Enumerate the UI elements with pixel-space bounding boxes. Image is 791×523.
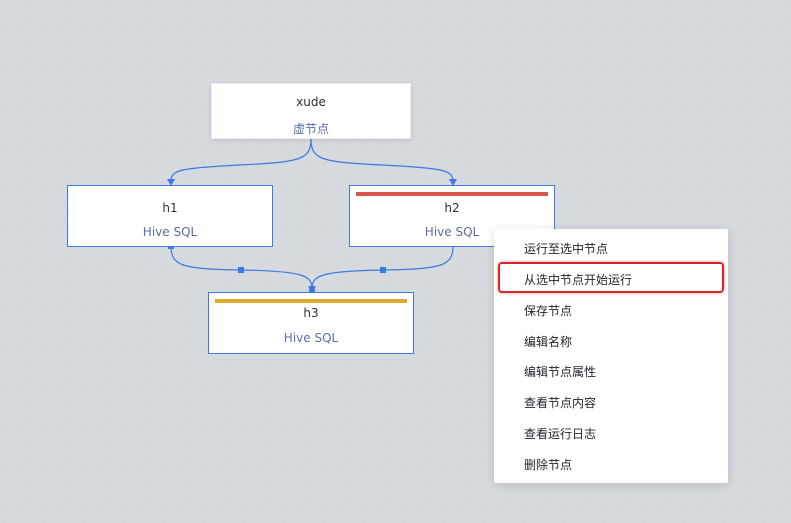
- menu-item-save-node[interactable]: 保存节点: [524, 304, 573, 318]
- edge-xude-h2: [310, 138, 454, 182]
- menu-item-delete-node[interactable]: 删除节点: [524, 458, 573, 472]
- port-edge-h1-mid[interactable]: [238, 267, 244, 273]
- node-h1-title: h1: [162, 201, 178, 215]
- node-xude[interactable]: xude 虚节点: [211, 83, 411, 139]
- menu-item-view-run-log[interactable]: 查看运行日志: [524, 427, 597, 441]
- node-xude-title: xude: [296, 95, 326, 109]
- port-edge-h2-mid[interactable]: [380, 267, 386, 273]
- arrow-head-h1: [167, 179, 175, 186]
- node-h3-type: Hive SQL: [283, 331, 339, 345]
- menu-item-run-to-selected[interactable]: 运行至选中节点: [524, 242, 609, 256]
- node-h1[interactable]: h1 Hive SQL: [67, 185, 273, 247]
- node-xude-type: 虚节点: [292, 122, 329, 136]
- node-h2-status-bar: [356, 192, 548, 196]
- node-h3-title: h3: [303, 306, 319, 320]
- node-h1-type: Hive SQL: [142, 225, 198, 239]
- menu-item-edit-name[interactable]: 编辑名称: [524, 335, 573, 349]
- menu-item-run-from-selected[interactable]: 从选中节点开始运行: [524, 273, 633, 287]
- node-h2-type: Hive SQL: [424, 225, 480, 239]
- menu-item-view-content[interactable]: 查看节点内容: [524, 396, 597, 410]
- menu-item-edit-properties[interactable]: 编辑节点属性: [524, 365, 597, 379]
- edge-xude-h1: [170, 138, 312, 182]
- node-context-menu: 运行至选中节点 从选中节点开始运行 保存节点 编辑名称 编辑节点属性 查看节点内…: [494, 229, 728, 483]
- node-h2-title: h2: [444, 201, 460, 215]
- arrow-head-h2: [449, 179, 457, 186]
- node-h3-status-bar: [215, 299, 407, 303]
- node-h3[interactable]: h3 Hive SQL: [208, 292, 414, 354]
